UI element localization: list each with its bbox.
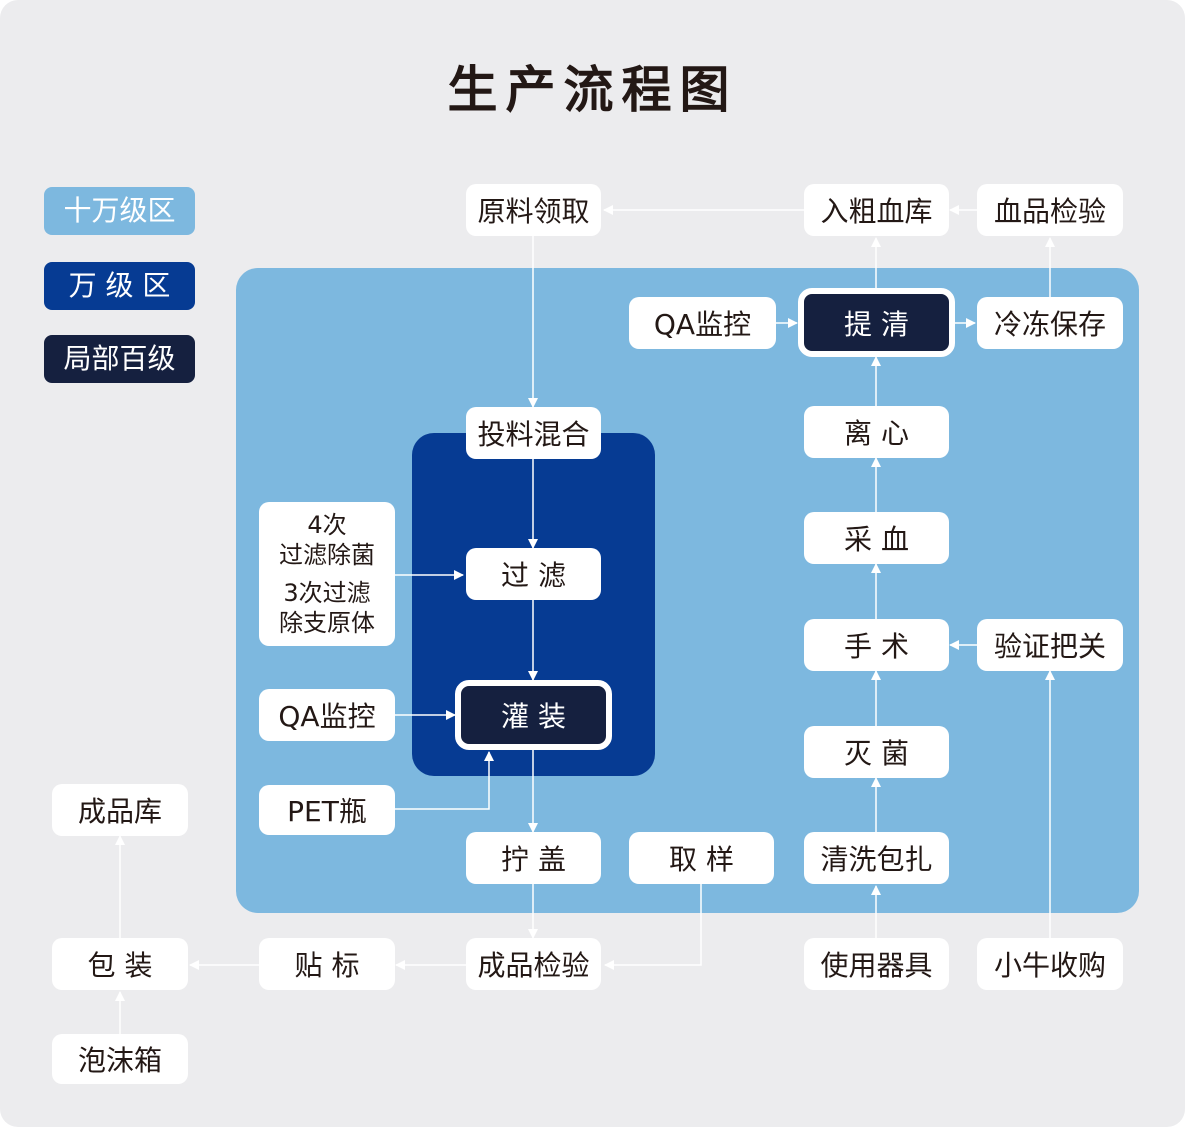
node-packaging: 包 装 — [52, 938, 188, 990]
node-instruments: 使用器具 — [804, 938, 949, 990]
legend-class-10k: 万 级 区 — [44, 262, 195, 310]
node-frozen-storage: 冷冻保存 — [977, 297, 1123, 349]
node-labeling: 贴 标 — [259, 938, 395, 990]
filtration-note-line-4: 除支原体 — [279, 609, 375, 637]
node-raw-material-pickup: 原料领取 — [466, 184, 601, 236]
node-capping: 拧 盖 — [466, 832, 601, 884]
filtration-note-line-1: 4次 — [307, 511, 347, 539]
node-serum-clarification: 提 清 — [798, 288, 955, 357]
node-crude-serum-storage: 入粗血库 — [804, 184, 949, 236]
node-final-product-inspection: 成品检验 — [466, 938, 601, 990]
node-pet-bottle: PET瓶 — [259, 785, 395, 835]
node-surgery: 手 术 — [804, 619, 949, 671]
node-qa-monitoring-clarify: QA监控 — [629, 297, 776, 349]
node-centrifuge: 离 心 — [804, 406, 949, 458]
node-sterilization: 灭 菌 — [804, 726, 949, 778]
legend-local-class-100: 局部百级 — [44, 335, 195, 383]
node-feeding-mixing: 投料混合 — [466, 407, 601, 459]
node-filling: 灌 装 — [455, 680, 612, 750]
node-qa-monitoring-fill: QA监控 — [259, 689, 395, 741]
node-calf-purchase: 小牛收购 — [977, 938, 1123, 990]
filtration-note-line-2: 过滤除菌 — [279, 541, 375, 569]
node-verification-check: 验证把关 — [977, 619, 1123, 671]
node-finished-goods-warehouse: 成品库 — [52, 784, 188, 836]
node-filtration: 过 滤 — [466, 548, 601, 600]
filtration-note-line-3: 3次过滤 — [283, 579, 371, 607]
node-blood-product-inspection: 血品检验 — [977, 184, 1123, 236]
node-blood-collection: 采 血 — [804, 512, 949, 564]
node-sampling: 取 样 — [629, 832, 774, 884]
diagram-title: 生产流程图 — [447, 61, 738, 119]
legend-class-100k: 十万级区 — [44, 187, 195, 235]
node-filtration-note: 4次 过滤除菌 3次过滤 除支原体 — [259, 502, 395, 646]
node-cleaning-dressing: 清洗包扎 — [804, 832, 949, 884]
node-foam-box: 泡沫箱 — [52, 1034, 188, 1084]
